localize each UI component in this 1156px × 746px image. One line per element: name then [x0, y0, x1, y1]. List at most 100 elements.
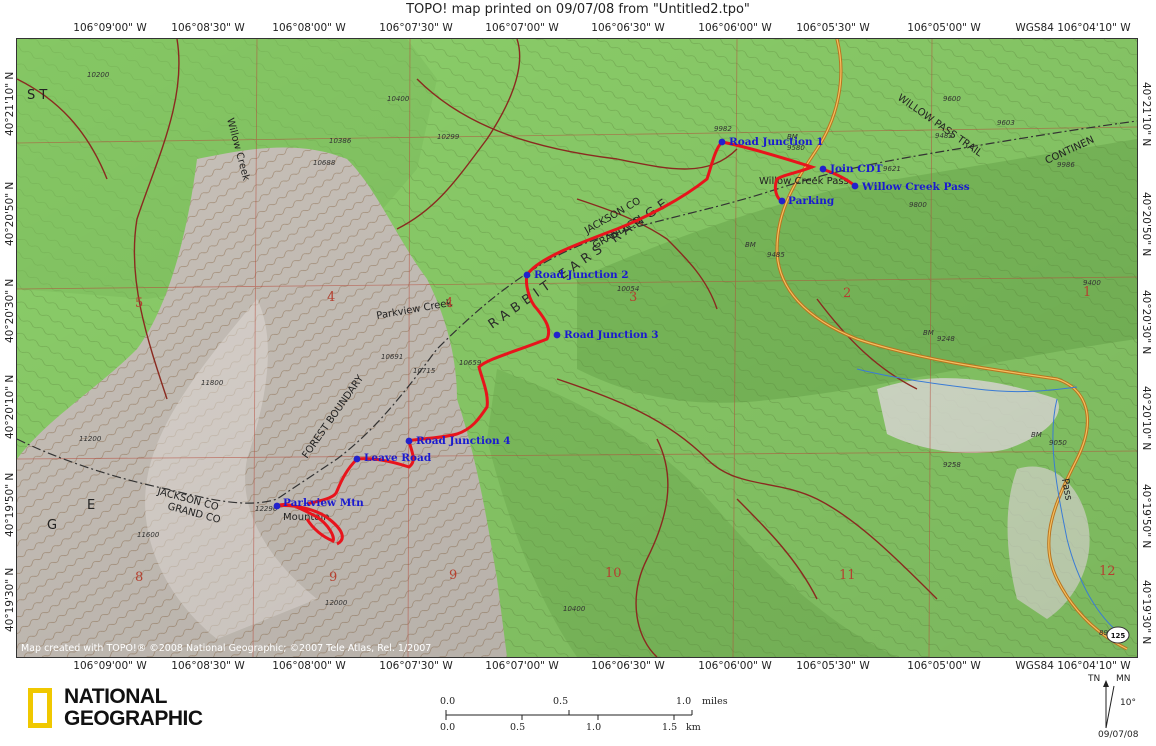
section-number: 10: [605, 566, 622, 581]
waypoint-marker[interactable]: [851, 182, 859, 190]
highway-number: 125: [1111, 632, 1126, 640]
waypoint-label: Road Junction 4: [416, 435, 511, 447]
longitude-label: 106°05'00" W: [907, 660, 981, 672]
route-main: [356, 140, 817, 469]
scale-tick-label: 1.5: [662, 722, 678, 733]
waypoint-marker[interactable]: [819, 165, 827, 173]
waypoint-label: Parkview Mtn: [283, 497, 364, 509]
route-leave-road: [306, 457, 359, 506]
longitude-label: 106°08'30" W: [171, 660, 245, 672]
waypoint-marker[interactable]: [778, 197, 786, 205]
section-number: 9: [449, 568, 457, 583]
elevation-label: 10659: [459, 359, 482, 367]
latitude-label: 40°19'50" N: [1140, 484, 1152, 549]
waypoint-road-junction-2[interactable]: Road Junction 2: [523, 269, 629, 281]
latitude-label: 40°20'10" N: [1140, 386, 1152, 451]
scale-tick-label: 0.0: [440, 696, 456, 707]
waypoint-willow-creek-pass[interactable]: Willow Creek Pass: [851, 181, 970, 193]
scale-bar: 0.0 0.5 1.0 miles 0.0 0.5 1.0 1.5 km: [440, 694, 740, 740]
longitude-label: 106°05'00" W: [907, 22, 981, 34]
elevation-label: 9986: [1057, 161, 1075, 169]
scale-bar-lines: [445, 710, 693, 720]
map-title: TOPO! map printed on 09/07/08 from "Unti…: [406, 2, 750, 17]
latitude-label: 40°19'30" N: [4, 567, 16, 632]
topo-map-canvas[interactable]: RABBIT EARS RANGE JACKSON CO GRAND CO JA…: [17, 39, 1137, 657]
longitude-label: WGS84 106°04'10" W: [1015, 22, 1131, 34]
latitude-label: 40°20'50" N: [1140, 192, 1152, 257]
benchmark-label: BM: [1031, 431, 1042, 439]
waypoint-marker[interactable]: [405, 437, 413, 445]
waypoint-marker[interactable]: [273, 502, 281, 510]
waypoint-marker[interactable]: [353, 455, 361, 463]
longitude-label: 106°07'30" W: [379, 660, 453, 672]
section-number: 9: [329, 570, 337, 585]
north-arrow-date: 09/07/08: [1098, 730, 1139, 740]
scale-tick-label: 1.0: [586, 722, 602, 733]
longitude-label: 106°07'30" W: [379, 22, 453, 34]
waypoint-parking[interactable]: Parking: [778, 195, 835, 207]
elevation-label: 9400: [1083, 279, 1101, 287]
longitude-label: 106°05'30" W: [796, 660, 870, 672]
section-number: 4: [327, 290, 335, 305]
topo-map[interactable]: RABBIT EARS RANGE JACKSON CO GRAND CO JA…: [16, 38, 1138, 658]
hillshade: [17, 39, 1137, 657]
north-arrow-icon: [1103, 680, 1115, 729]
elevation-label: 9800: [909, 201, 927, 209]
elevation-label: 9580: [787, 144, 805, 152]
elevation-label: 10299: [437, 133, 460, 141]
elevation-label: 10400: [387, 95, 410, 103]
elevation-label: 10200: [87, 71, 110, 79]
section-number: 3: [629, 290, 637, 305]
section-number: 12: [1099, 564, 1116, 579]
waypoint-marker[interactable]: [718, 138, 726, 146]
elevation-label: 11200: [79, 435, 102, 443]
waypoint-marker[interactable]: [553, 331, 561, 339]
elevation-label: 9982: [714, 125, 732, 133]
map-credit: Map created with TOPO!® ©2008 National G…: [21, 643, 431, 654]
waypoint-label: Leave Road: [364, 452, 432, 464]
latitude-label: 40°20'50" N: [4, 181, 16, 246]
latitude-label: 40°21'10" N: [1140, 82, 1152, 147]
declination-label: 10°: [1120, 698, 1136, 708]
national-geographic-logo: NATIONAL GEOGRAPHIC: [28, 686, 203, 732]
waypoint-road-junction-4[interactable]: Road Junction 4: [405, 435, 511, 447]
section-number: 5: [135, 296, 143, 311]
scale-tick-label: 0.5: [553, 696, 569, 707]
elevation-label: 9485: [767, 251, 785, 259]
section-number: 2: [843, 286, 851, 301]
waypoint-label: Road Junction 2: [534, 269, 629, 281]
elevation-label: 10691: [381, 353, 403, 361]
north-arrow: TN MN 10° 09/07/08: [1086, 670, 1156, 746]
elevation-label: 10054: [617, 285, 639, 293]
elevation-label: 9603: [997, 119, 1015, 127]
waypoint-marker[interactable]: [523, 271, 531, 279]
true-north-label: TN: [1088, 674, 1101, 684]
waypoint-road-junction-3[interactable]: Road Junction 3: [553, 329, 659, 341]
waypoint-parkview-mtn[interactable]: Parkview Mtn: [273, 497, 365, 510]
magnetic-north-label: MN: [1116, 674, 1131, 684]
latitude-label: 40°19'30" N: [1140, 580, 1152, 645]
latitude-label: 40°20'10" N: [4, 374, 16, 439]
longitude-label: WGS84 106°04'10" W: [1015, 660, 1131, 672]
elevation-label: 11600: [137, 531, 160, 539]
longitude-label: 106°06'00" W: [698, 660, 772, 672]
section-number: 4: [445, 296, 453, 311]
scale-unit-label: km: [686, 722, 701, 733]
longitude-label: 106°08'30" W: [171, 22, 245, 34]
map-letter-e: E: [87, 498, 95, 513]
waypoint-leave-road[interactable]: Leave Road: [353, 452, 432, 464]
waypoint-join-cdt[interactable]: Join CDT: [819, 163, 883, 175]
yellow-frame-icon: [28, 688, 52, 728]
waypoint-label: Willow Creek Pass: [861, 181, 970, 193]
pass-label: Pass: [1059, 478, 1074, 502]
section-number: 11: [839, 568, 856, 583]
elevation-label: 12000: [325, 599, 348, 607]
waypoint-label: Road Junction 3: [564, 329, 659, 341]
waypoint-road-junction-1[interactable]: Road Junction 1: [718, 136, 824, 148]
scale-unit-label: miles: [702, 696, 728, 707]
longitude-label: 106°05'30" W: [796, 22, 870, 34]
latitude-label: 40°21'10" N: [4, 71, 16, 136]
elevation-label: 12296: [255, 505, 278, 513]
map-letters-st: S T: [27, 88, 47, 103]
logo-line: GEOGRAPHIC: [64, 707, 203, 730]
